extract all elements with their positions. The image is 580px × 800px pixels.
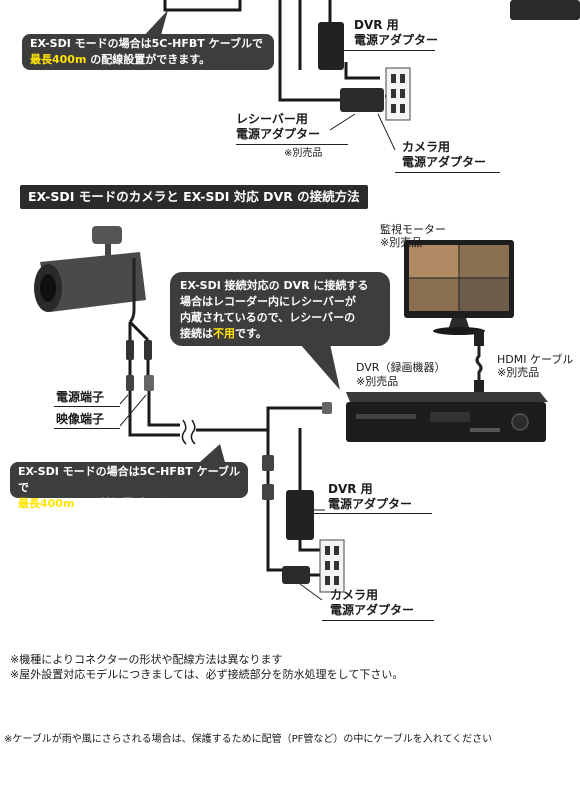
bottom-dvr-adapter-label-2: 電源アダプター <box>328 497 413 511</box>
dvr-bnc-connector <box>322 402 332 414</box>
bubble-pointer <box>300 344 340 390</box>
bubble-line3: 内蔵されているので、レシーバーの <box>180 311 356 324</box>
bottom-callout-pointer <box>200 444 226 466</box>
camera-power-jack <box>126 340 134 360</box>
hdmi-cable-graphic <box>474 330 484 396</box>
note-waterproof: ※屋外設置対応モデルにつきましては、必ず接続部分を防水処理をして下さい。 <box>10 668 404 681</box>
top-callout-line2: の配線設置ができます。 <box>86 53 211 66</box>
bottom-callout-highlight: 最長400m <box>18 497 75 510</box>
bubble-line1: EX-SDI 接続対応の DVR に接続する <box>180 279 369 292</box>
bottom-callout-line1: EX-SDI モードの場合は5C-HFBT ケーブルで <box>18 465 240 494</box>
bottom-cables <box>128 391 326 577</box>
note-conduit: ※ケーブルが雨や風にさらされる場合は、保護するために配管（PF管など）の中にケー… <box>4 734 493 745</box>
receiver-not-needed-bubble: EX-SDI 接続対応の DVR に接続する 場合はレコーダー内にレシーバーが … <box>170 272 390 346</box>
bubble-highlight: 不用 <box>213 327 235 340</box>
monitor-label: 監視モーター <box>380 223 446 236</box>
cable-break-marker <box>181 419 187 445</box>
dvr-graphic <box>346 392 548 442</box>
camera-graphic <box>34 226 146 324</box>
receiver-sold-separately: ※別売品 <box>284 148 323 159</box>
receiver-adapter-label-1: レシーバー用 <box>236 112 308 126</box>
dvr-sold-separately: ※別売品 <box>356 375 399 388</box>
bottom-pointer-lines <box>119 394 325 601</box>
camera-tails <box>128 320 150 375</box>
bottom-camera-adapter-label-2: 電源アダプター <box>330 603 415 617</box>
hdmi-sold-separately: ※別売品 <box>497 366 540 379</box>
monitor-graphic <box>404 240 514 335</box>
bubble-line2: 場合はレコーダー内にレシーバーが <box>180 295 356 308</box>
bottom-cable-callout: EX-SDI モードの場合は5C-HFBT ケーブルで 最長400m の配線設置… <box>10 462 248 510</box>
top-pointer-lines <box>329 25 396 151</box>
top-cable-callout: EX-SDI モードの場合は5C-HFBT ケーブルで 最長400m の配線設置… <box>22 34 274 70</box>
top-callout-line1: EX-SDI モードの場合は5C-HFBT ケーブルで <box>30 37 263 50</box>
top-cables <box>163 0 410 102</box>
top-camera-adapter-label-1: カメラ用 <box>402 140 451 154</box>
bubble-line4-post: です。 <box>235 327 267 340</box>
power-terminal-label: 電源端子 <box>56 390 105 404</box>
bubble-line4-pre: 接続は <box>180 327 213 340</box>
hdmi-cable-label: HDMI ケーブル <box>497 353 574 366</box>
section-title: EX-SDI モードのカメラと EX-SDI 対応 DVR の接続方法 <box>20 185 368 209</box>
camera-video-jack <box>144 340 152 360</box>
dvr-label: DVR（録画機器） <box>356 361 446 374</box>
top-dvr-device <box>510 0 580 20</box>
monitor-sold-separately: ※別売品 <box>380 236 423 249</box>
top-dvr-adapter-label-1: DVR 用 <box>354 18 399 32</box>
top-power-strip <box>385 67 411 121</box>
video-bnc-connector <box>144 375 154 391</box>
top-dvr-adapter <box>318 22 344 70</box>
inline-power-plug <box>262 484 274 500</box>
bottom-camera-adapter <box>282 566 310 584</box>
power-terminal-connector <box>126 375 134 391</box>
bottom-power-strip <box>319 539 345 593</box>
bottom-camera-adapter-label-1: カメラ用 <box>330 588 379 602</box>
video-terminal-label: 映像端子 <box>56 412 105 426</box>
inline-power-connector <box>262 455 274 471</box>
top-dvr-adapter-label-2: 電源アダプター <box>354 33 439 47</box>
top-camera-adapter-label-2: 電源アダプター <box>402 155 487 169</box>
note-connector-shape: ※機種によりコネクターの形状や配線方法は異なります <box>10 653 283 666</box>
receiver-adapter-label-2: 電源アダプター <box>236 127 321 141</box>
bottom-callout-line2: の配線設置ができます。 <box>74 497 199 510</box>
top-receiver <box>340 88 384 112</box>
top-callout-highlight: 最長400m <box>30 53 87 66</box>
bottom-dvr-adapter-label-1: DVR 用 <box>328 482 373 496</box>
bottom-dvr-adapter <box>286 490 314 540</box>
